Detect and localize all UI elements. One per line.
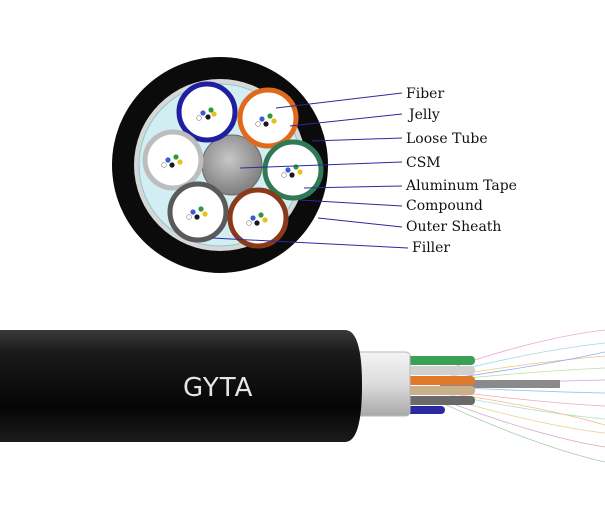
loose-tube-brown bbox=[227, 187, 289, 249]
label-filler: Filler bbox=[412, 240, 450, 256]
leader-line-fiber bbox=[275, 92, 403, 109]
label-compound: Compound bbox=[406, 198, 483, 214]
cross-section bbox=[112, 57, 328, 273]
labels: Fiber Jelly Loose Tube CSM Aluminum Tape… bbox=[405, 86, 517, 256]
label-csm: CSM bbox=[406, 155, 441, 171]
cable-side-view: GYTA bbox=[0, 329, 605, 463]
loose-tube-green bbox=[262, 139, 324, 201]
leader-line-compound bbox=[299, 199, 403, 207]
loose-tube-gray bbox=[167, 181, 229, 243]
leader-line-outer-sheath bbox=[317, 217, 403, 228]
label-jelly: Jelly bbox=[407, 107, 440, 123]
label-loose-tube: Loose Tube bbox=[406, 131, 488, 147]
leader-lines bbox=[211, 92, 409, 249]
cable-print-text: GYTA bbox=[183, 373, 253, 403]
central-member bbox=[440, 380, 560, 388]
loose-tube-orange bbox=[237, 87, 299, 149]
label-fiber: Fiber bbox=[406, 86, 444, 102]
leader-line-csm bbox=[239, 161, 403, 169]
leader-line-jelly bbox=[289, 113, 403, 127]
label-aluminum-tape: Aluminum Tape bbox=[405, 178, 517, 194]
leader-line-loose-tube bbox=[311, 137, 403, 142]
label-outer-sheath: Outer Sheath bbox=[406, 219, 501, 235]
leader-line-aluminum-tape bbox=[303, 185, 403, 189]
loose-tube-white bbox=[142, 129, 204, 191]
outer-jacket bbox=[0, 330, 362, 442]
loose-tube-bundle bbox=[405, 356, 475, 414]
loose-tube-blue bbox=[176, 81, 238, 143]
leader-line-filler bbox=[211, 237, 409, 249]
